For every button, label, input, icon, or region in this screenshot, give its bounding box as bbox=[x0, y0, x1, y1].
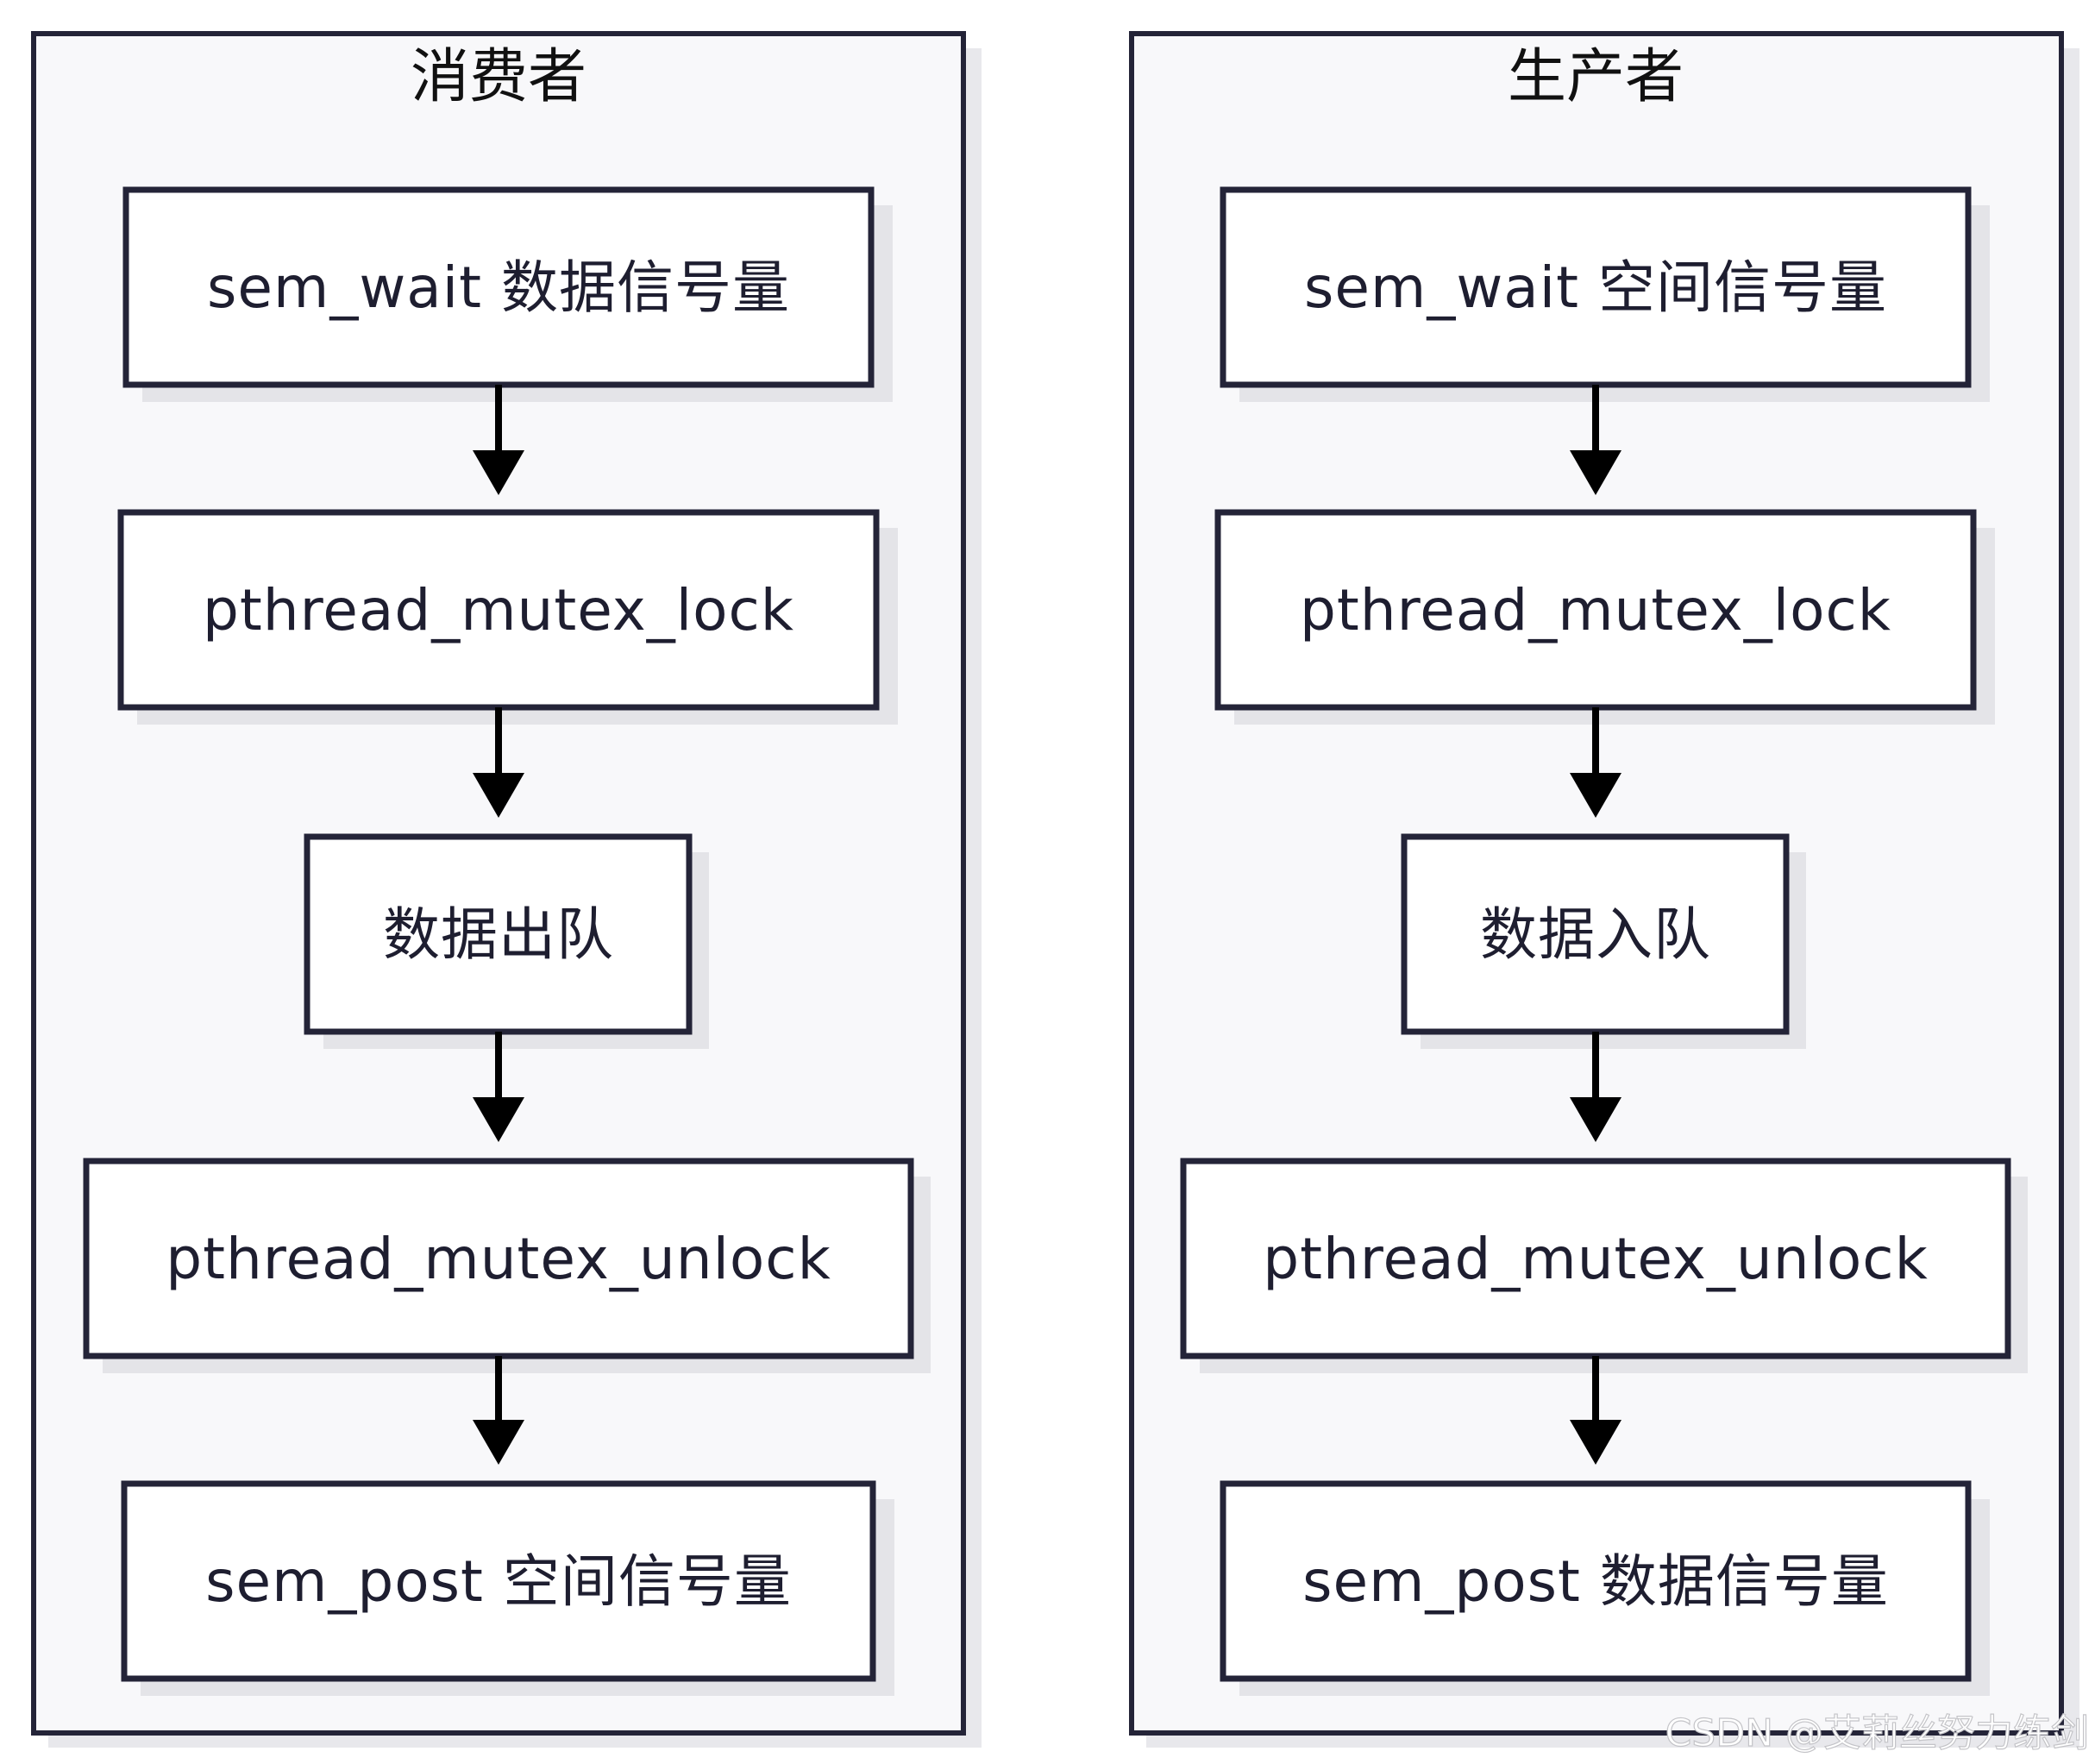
producer-step-5: sem_post 数据信号量 bbox=[1220, 1480, 1990, 1696]
node-box bbox=[1214, 509, 1977, 711]
node-box bbox=[304, 833, 693, 1035]
arrowhead-icon bbox=[1570, 450, 1621, 495]
arrowhead-icon bbox=[1570, 773, 1621, 818]
arrowhead-icon bbox=[473, 1097, 524, 1142]
consumer-step-2: pthread_mutex_lock bbox=[117, 509, 898, 725]
producer-step-3: 数据入队 bbox=[1401, 833, 1806, 1049]
consumer-lane-title: 消费者 bbox=[411, 43, 586, 111]
node-box bbox=[1220, 186, 1972, 388]
node-box bbox=[83, 1158, 914, 1359]
consumer-step-4: pthread_mutex_unlock bbox=[83, 1158, 931, 1373]
node-label: sem_wait 空间信号量 bbox=[1304, 254, 1887, 321]
arrow-connector bbox=[1570, 385, 1621, 495]
arrow-connector bbox=[1570, 707, 1621, 818]
node-box bbox=[121, 1480, 876, 1682]
node-label: pthread_mutex_unlock bbox=[1263, 1226, 1929, 1292]
consumer-step-5: sem_post 空间信号量 bbox=[121, 1480, 894, 1696]
arrow-connector bbox=[473, 1032, 524, 1142]
node-label: 数据入队 bbox=[1480, 901, 1711, 968]
producer-step-4: pthread_mutex_unlock bbox=[1180, 1158, 2028, 1373]
arrow-connector bbox=[473, 1356, 524, 1465]
arrowhead-icon bbox=[1570, 1420, 1621, 1465]
watermark-text: CSDN @艾莉丝努力练剑 bbox=[1665, 1711, 2089, 1755]
producer-step-2: pthread_mutex_lock bbox=[1214, 509, 1995, 725]
producer-lane: 生产者 sem_wait 空间信号量 pthread_mutex_lock 数据… bbox=[1129, 31, 2079, 1748]
consumer-step-1: sem_wait 数据信号量 bbox=[122, 186, 893, 402]
arrow-connector bbox=[1570, 1356, 1621, 1465]
arrowhead-icon bbox=[473, 1420, 524, 1465]
producer-step-1: sem_wait 空间信号量 bbox=[1220, 186, 1990, 402]
arrow-connector bbox=[473, 707, 524, 818]
node-box bbox=[117, 509, 880, 711]
arrow-connector bbox=[1570, 1032, 1621, 1142]
arrowhead-icon bbox=[473, 773, 524, 818]
node-box bbox=[1220, 1480, 1972, 1682]
node-box bbox=[1180, 1158, 2011, 1359]
node-label: 数据出队 bbox=[383, 901, 614, 968]
node-box bbox=[1401, 833, 1790, 1035]
arrowhead-icon bbox=[473, 450, 524, 495]
node-label: sem_post 空间信号量 bbox=[205, 1548, 792, 1615]
arrowhead-icon bbox=[1570, 1097, 1621, 1142]
arrow-connector bbox=[473, 385, 524, 495]
node-label: pthread_mutex_lock bbox=[1300, 577, 1891, 643]
node-label: sem_wait 数据信号量 bbox=[207, 254, 790, 321]
node-label: pthread_mutex_unlock bbox=[166, 1226, 831, 1292]
node-label: pthread_mutex_lock bbox=[203, 577, 794, 643]
node-box bbox=[122, 186, 875, 388]
consumer-step-3: 数据出队 bbox=[304, 833, 709, 1049]
consumer-lane: 消费者 sem_wait 数据信号量 pthread_mutex_lock 数据… bbox=[31, 31, 982, 1748]
node-label: sem_post 数据信号量 bbox=[1302, 1548, 1889, 1615]
producer-lane-title: 生产者 bbox=[1508, 43, 1684, 111]
